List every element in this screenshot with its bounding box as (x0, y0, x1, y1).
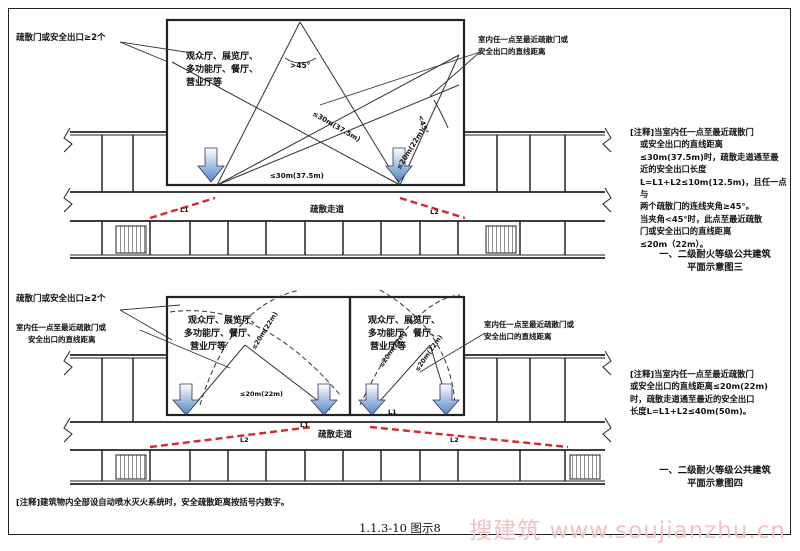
bottom-label-distance-right-2: 安全出口的直线距离 (484, 331, 552, 341)
bottom-label-exits: 疏散门或安全出口≥2个 (16, 293, 106, 304)
top-label-exits: 疏散门或安全出口≥2个 (16, 32, 106, 43)
top-label-rooms-3: 营业厅等 (186, 76, 222, 88)
top-note-line: L=L1+L2≤10m(12.5m)，且任一点与 (640, 176, 787, 200)
footnote: [注释]建筑物内全部设自动喷水灭火系统时，安全疏散距离按括号内数字。 (16, 497, 290, 507)
bottom-label-distance-left-2: 安全出口的直线距离 (28, 334, 96, 344)
top-label-distance-2: 安全出口的直线距离 (478, 46, 546, 56)
top-caption: 一、二级耐火等级公共建筑 平面示意图三 (640, 248, 790, 274)
top-l1-label: L1 (180, 206, 189, 214)
top-note-line: ≤20m（22m）。 (640, 238, 709, 249)
top-evac-path (149, 196, 466, 220)
watermark: 搜建筑 www.soujianzhu.cn (469, 518, 786, 544)
top-dim-long: ≤30m(37.5m) (311, 110, 362, 144)
top-note-line: ≤30m(37.5m)时，疏散走道通至最 (640, 151, 779, 162)
bottom-label-rooms-right-1: 观众厅、展览厅、 (368, 314, 440, 326)
bottom-label-rooms-left-1: 观众厅、展览厅、 (188, 314, 260, 326)
top-label-distance-1: 室内任一点至最近疏散门或 (478, 34, 568, 44)
top-l2-label: L2 (430, 208, 439, 216)
bottom-caption-line: 平面示意图四 (687, 478, 743, 489)
top-note-line: 或安全出口的直线距离 (640, 139, 723, 150)
bottom-note-line: 或安全出口的直线距离≤20m(22m) (630, 381, 768, 392)
bottom-label-distance-right-1: 室内任一点至最近疏散门或 (484, 319, 574, 329)
top-note-line: 当夹角<45°时，此点至最近疏散 (640, 213, 763, 224)
bottom-label-rooms-left-2: 多功能厅、餐厅、 (184, 327, 256, 339)
bottom-radius-arcs (169, 289, 461, 406)
bottom-label-distance-left-1: 室内任一点至最近疏散门或 (16, 322, 106, 332)
bottom-caption: 一、二级耐火等级公共建筑 平面示意图四 (640, 464, 790, 490)
top-caption-line: 平面示意图三 (687, 262, 743, 273)
top-plan (63, 18, 612, 259)
top-dim-long-2: ≤30m(37.5m) (270, 172, 324, 180)
bottom-note: [注释]当室内任一点至最近疏散门 或安全出口的直线距离≤20m(22m) 时，疏… (630, 368, 794, 418)
bottom-l1b-label: L1 (388, 408, 397, 416)
bottom-label-rooms-right-2: 多功能厅、餐厅、 (368, 327, 440, 339)
top-right-stair (485, 225, 517, 254)
top-corridor-label: 疏散走道 (310, 204, 345, 215)
top-label-rooms-1: 观众厅、展览厅、 (186, 50, 258, 62)
bottom-corridor-label: 疏散走道 (318, 429, 353, 440)
bottom-evac-path (149, 425, 569, 449)
top-note-line: [注释]当室内任一点至最近疏散门 (630, 127, 754, 137)
top-sight-lines (171, 21, 460, 186)
bottom-door-arrows (172, 383, 460, 416)
bottom-note-line: 时，疏散走道通至最近的安全出口 (630, 393, 755, 404)
top-hall-wall (165, 18, 466, 187)
bottom-label-rooms-right-3: 营业厅等 (370, 340, 406, 352)
bottom-l2a-label: L2 (240, 436, 249, 444)
top-note-line: 近的安全出口长度 (640, 164, 707, 175)
bottom-right-stair (569, 454, 601, 480)
figure-caption: 1.1.3-10 图示8 (359, 521, 441, 535)
top-label-rooms-2: 多功能厅、餐厅、 (186, 63, 258, 75)
bottom-dim-b: ≤20m(22m) (240, 390, 283, 398)
top-door-arrows (197, 147, 413, 183)
bottom-caption-line: 一、二级耐火等级公共建筑 (659, 465, 771, 476)
bottom-label-rooms-left-3: 营业厅等 (190, 340, 226, 352)
top-note: [注释]当室内任一点至最近疏散门 或安全出口的直线距离 ≤30m(37.5m)时… (630, 126, 790, 250)
bottom-note-line: [注释]当室内任一点至最近疏散门 (630, 369, 754, 379)
top-note-line: 两个疏散门的连线夹角≥45°。 (640, 201, 754, 212)
bottom-l2b-label: L2 (450, 436, 459, 444)
bottom-plan (63, 295, 612, 485)
drawing-frame (8, 8, 791, 535)
top-angle-label: >45° (290, 61, 311, 70)
bottom-l1a-label: L1 (300, 421, 309, 429)
bottom-left-stair (115, 454, 147, 480)
top-caption-line: 一、二级耐火等级公共建筑 (659, 249, 771, 260)
bottom-note-line: 长度L=L1+L2≤40m(50m)。 (630, 406, 752, 417)
top-note-line: 门或安全出口的直线距离 (640, 226, 732, 237)
top-left-stair (115, 225, 147, 254)
